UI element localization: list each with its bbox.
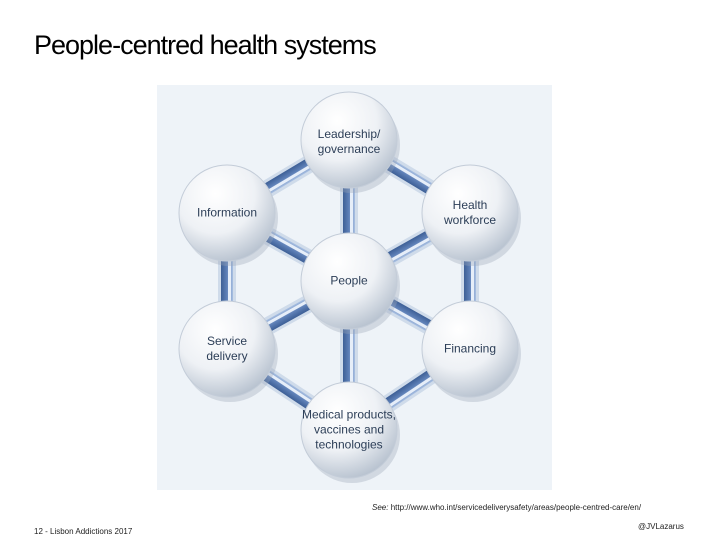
footer-author-handle: @JVLazarus — [638, 522, 684, 531]
page-title: People-centred health systems — [34, 30, 377, 60]
node-label-people: People — [330, 273, 368, 288]
sphere-service — [178, 300, 276, 398]
node-label-service: Service delivery — [206, 334, 248, 363]
node-label-medical: Medical products, vaccines and technolog… — [301, 407, 397, 452]
sphere-workforce — [421, 164, 519, 262]
sphere-information — [178, 164, 276, 262]
sphere-leadership — [300, 91, 398, 189]
sphere-people — [300, 232, 398, 330]
footer-slide-info: 12 - Lisbon Addictions 2017 — [34, 527, 133, 536]
node-label-workforce: Health workforce — [443, 198, 496, 227]
diagram-graphic — [178, 91, 521, 483]
sphere-medical — [300, 381, 398, 479]
node-label-information: Information — [196, 205, 258, 220]
sphere-financing — [421, 300, 519, 398]
node-label-leadership: Leadership/ governance — [317, 127, 381, 156]
caption-prefix: See: — [372, 503, 389, 512]
source-caption: See: http://www.who.int/servicedeliverys… — [372, 503, 641, 512]
spheres — [178, 91, 521, 483]
node-label-financing: Financing — [443, 341, 497, 356]
source-link[interactable]: http://www.who.int/servicedeliverysafety… — [390, 503, 642, 512]
